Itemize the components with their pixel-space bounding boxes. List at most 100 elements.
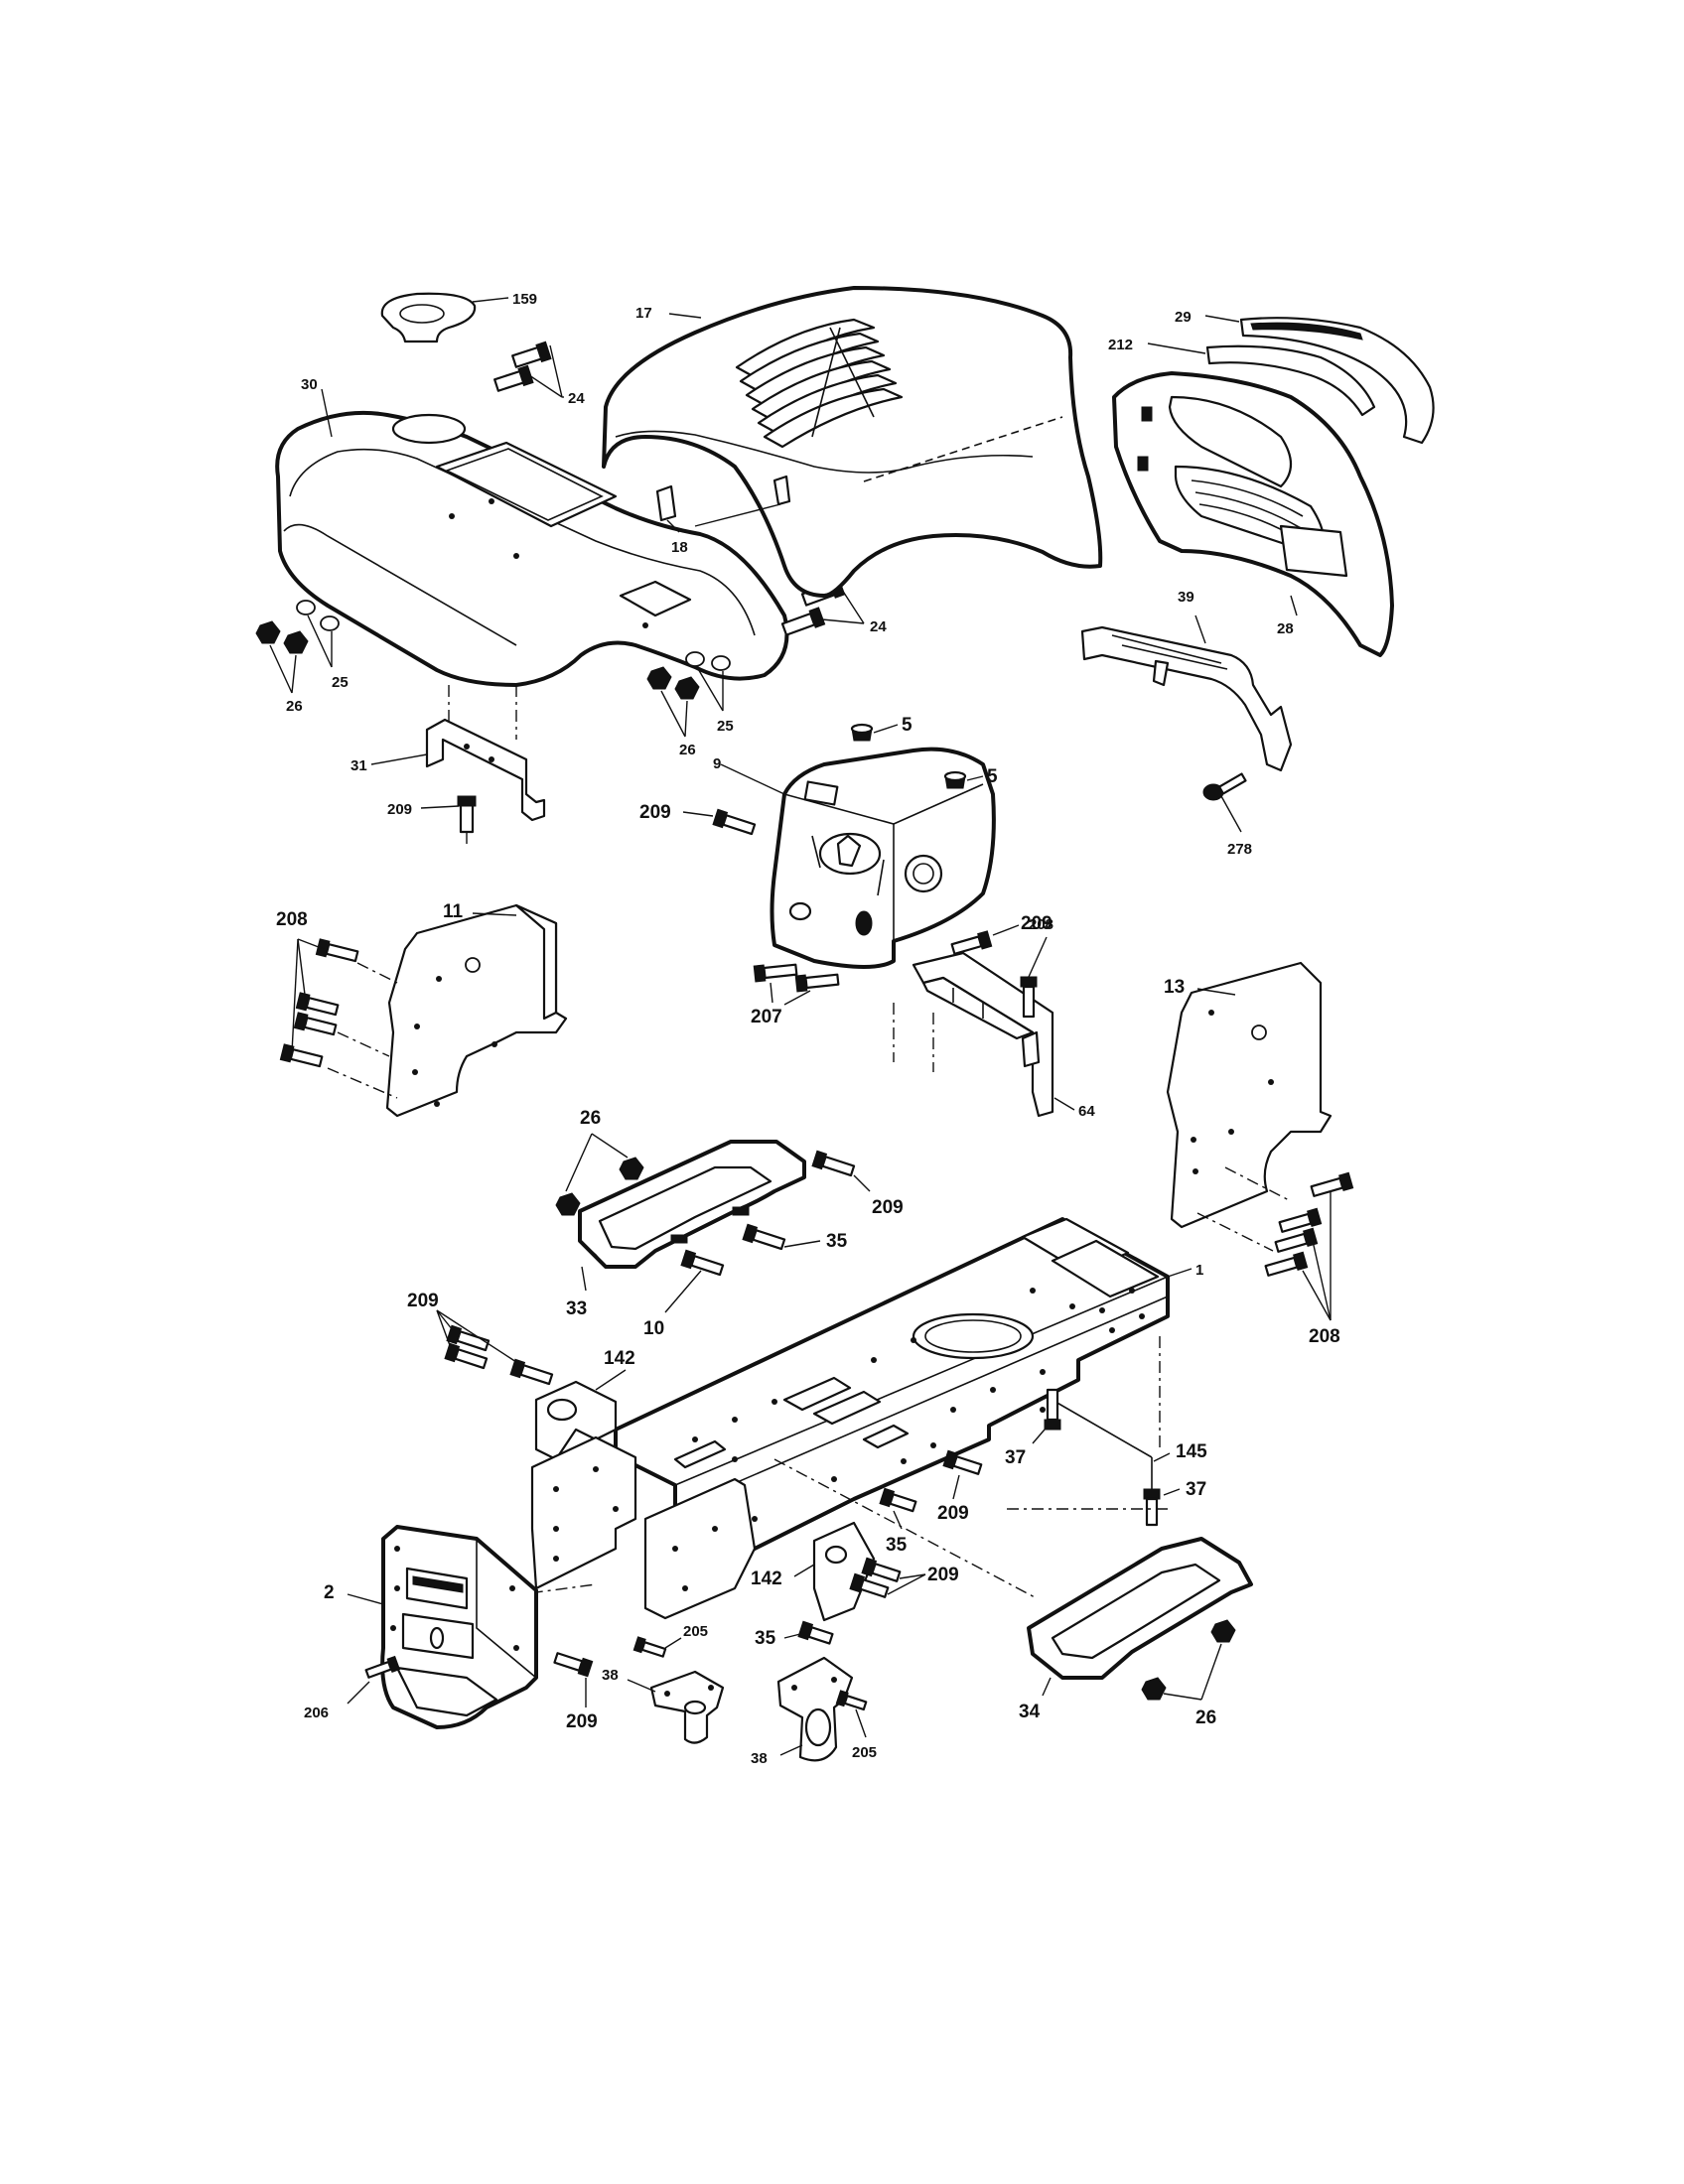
label-26-left: 26: [286, 698, 303, 715]
part-26-nuts-right: 26: [1141, 1619, 1236, 1728]
label-38-b: 38: [751, 1750, 768, 1767]
label-35-a: 35: [826, 1231, 848, 1252]
part-64-bracket: 64: [893, 951, 1095, 1120]
part-38-bracket-a: 38: [602, 1667, 725, 1744]
label-209-g: 209: [927, 1565, 959, 1585]
label-278: 278: [1227, 841, 1252, 858]
label-37-b: 37: [1186, 1479, 1206, 1500]
part-209-bolts-e: 209: [407, 1291, 554, 1386]
part-205-screw-b: 205: [835, 1690, 877, 1761]
part-209-bolt-b: 209: [639, 802, 757, 836]
part-35-bolt-a: 35: [742, 1223, 848, 1252]
label-207: 207: [751, 1007, 782, 1027]
part-37-bolt-a: 37: [1005, 1388, 1061, 1468]
part-209-bolt-h: 209: [553, 1652, 598, 1732]
part-205-screw-a: 205: [632, 1623, 708, 1658]
label-28: 28: [1277, 620, 1294, 637]
label-13: 13: [1164, 977, 1185, 998]
part-1-frame: 1: [614, 1217, 1203, 1590]
part-278-screw: 278: [1202, 772, 1252, 858]
part-208-bolts-left: 208: [276, 909, 398, 1099]
label-26-right: 26: [679, 742, 696, 758]
part-209-bolt-a: 209: [387, 795, 477, 844]
part-33-footrest-left: 33: [566, 1140, 806, 1319]
label-25-right: 25: [717, 718, 734, 735]
label-9: 9: [713, 755, 721, 772]
part-212-trim: 212: [1108, 337, 1376, 417]
part-29-grille-top: 29: [1175, 309, 1435, 445]
part-25-26-right: 25 26: [646, 651, 734, 758]
label-39: 39: [1178, 589, 1194, 606]
label-5-b: 5: [987, 766, 998, 787]
part-frame-plate-left: [530, 1435, 637, 1590]
label-208-c: 208: [1309, 1326, 1340, 1347]
label-33: 33: [566, 1298, 587, 1319]
part-142-bracket-b: 142: [751, 1521, 876, 1622]
part-209-bolts-g: 209: [849, 1557, 959, 1598]
label-159: 159: [512, 291, 537, 308]
part-13-side-panel-right: 13: [1164, 961, 1333, 1229]
label-34: 34: [1019, 1702, 1041, 1722]
part-26-nuts-footrest: 26: [555, 1108, 644, 1216]
part-207-bolts: 207: [751, 963, 840, 1027]
part-5-knobs: 5 5: [850, 715, 998, 789]
label-145: 145: [1176, 1441, 1207, 1462]
label-31: 31: [351, 757, 367, 774]
part-frame-plate-center: [643, 1439, 757, 1620]
part-209-bolt-f: 209: [937, 1449, 983, 1524]
label-64: 64: [1078, 1103, 1095, 1120]
part-39-bracket: 39: [1080, 589, 1293, 772]
label-209-h: 209: [566, 1711, 598, 1732]
part-159-cup-holder: 159: [380, 291, 537, 343]
label-37-a: 37: [1005, 1447, 1026, 1468]
label-208-b: 208: [1029, 916, 1053, 933]
part-2-front-plate: 2: [324, 1525, 538, 1729]
part-31-bracket: 31: [351, 718, 546, 822]
label-26-c: 26: [580, 1108, 601, 1129]
label-35-b: 35: [886, 1535, 908, 1556]
label-209-b: 209: [639, 802, 671, 823]
label-206: 206: [304, 1705, 329, 1721]
part-206-screw: 206: [304, 1655, 401, 1721]
label-25-left: 25: [332, 674, 349, 691]
label-1: 1: [1195, 1262, 1203, 1279]
label-30: 30: [301, 376, 318, 393]
label-10: 10: [643, 1318, 664, 1339]
label-209-c: 209: [1021, 913, 1052, 934]
part-209-bolt-d: 209: [811, 1150, 904, 1218]
part-18-clips: 18: [655, 475, 791, 556]
part-208-bolts-right: 208: [1196, 1166, 1354, 1347]
part-34-footrest-right: 34: [1019, 1537, 1253, 1722]
label-209-f: 209: [937, 1503, 969, 1524]
label-209-d: 209: [872, 1197, 904, 1218]
label-142-b: 142: [751, 1569, 782, 1589]
part-30-fender: 30: [275, 376, 789, 687]
label-205-a: 205: [683, 1623, 708, 1640]
label-212: 212: [1108, 337, 1133, 353]
part-28-grille: 28: [1112, 371, 1394, 657]
label-5-a: 5: [902, 715, 912, 736]
label-209-e: 209: [407, 1291, 439, 1311]
label-38-a: 38: [602, 1667, 619, 1684]
label-29: 29: [1175, 309, 1192, 326]
part-142-bracket-a: 142: [534, 1348, 635, 1461]
part-209-bolt-c: 209: [950, 913, 1052, 955]
label-35-c: 35: [755, 1628, 776, 1649]
label-142-a: 142: [604, 1348, 635, 1369]
label-205-b: 205: [852, 1744, 877, 1761]
part-11-side-panel-left: 11: [385, 901, 568, 1118]
label-26-d: 26: [1195, 1707, 1216, 1728]
label-209-a: 209: [387, 801, 412, 818]
label-208-a: 208: [276, 909, 308, 930]
part-145-rod: 145: [1048, 1336, 1207, 1489]
label-24-upper: 24: [568, 390, 585, 407]
part-35-bolt-c: 35: [755, 1620, 834, 1649]
label-11: 11: [443, 901, 464, 922]
part-24-bolts-upper: 24: [493, 341, 585, 407]
label-2: 2: [324, 1582, 335, 1603]
label-24-lower: 24: [870, 618, 887, 635]
part-37-bolt-b: 37: [1143, 1479, 1206, 1527]
part-17-hood: 17: [602, 286, 1103, 598]
part-208-bolt-b: 208: [1020, 916, 1053, 1019]
